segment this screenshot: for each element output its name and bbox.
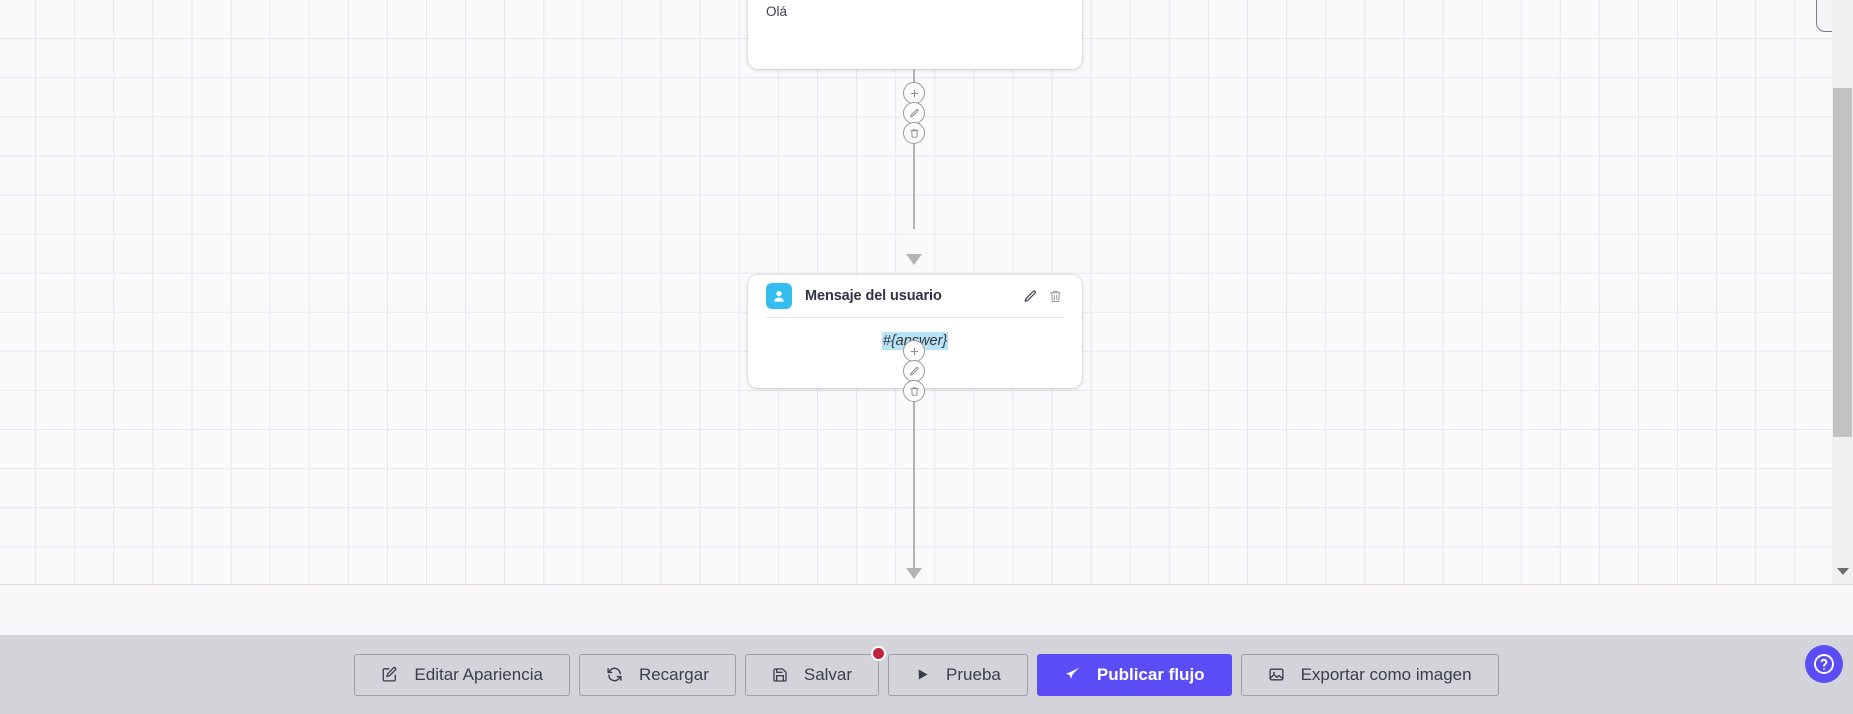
node-title: Mensaje del usuario <box>805 288 942 304</box>
connector-line <box>913 69 915 229</box>
rocket-icon <box>1064 666 1081 683</box>
canvas-lower-strip <box>0 585 1853 635</box>
play-icon <box>915 667 930 682</box>
edit-appearance-button-wrapper: Editar Apariencia <box>354 653 570 696</box>
reload-button-wrapper: Recargar <box>578 653 736 696</box>
button-label: Publicar flujo <box>1096 664 1205 684</box>
edit-appearance-button[interactable]: Editar Apariencia <box>354 653 570 696</box>
flow-canvas[interactable]: Mensaje del Sistema O <box>0 0 1853 585</box>
node-body: Olá <box>766 4 788 19</box>
canvas-bottom-rule <box>0 584 1853 585</box>
refresh-icon <box>606 666 623 683</box>
button-label: Prueba <box>946 664 1001 684</box>
bottom-toolbar: Editar Apariencia Recargar <box>0 635 1853 714</box>
connector-line <box>913 388 915 573</box>
image-icon <box>1268 666 1285 683</box>
pencil-icon[interactable] <box>1022 287 1039 305</box>
export-as-image-button-wrapper: Exportar como imagen <box>1240 653 1499 696</box>
publish-flow-button[interactable]: Publicar flujo <box>1036 653 1232 696</box>
button-label: Recargar <box>638 664 709 684</box>
connector-arrow-icon <box>906 568 922 579</box>
button-label: Editar Apariencia <box>414 664 543 684</box>
publish-flow-button-wrapper: Publicar flujo <box>1036 653 1232 696</box>
delete-connector-button[interactable] <box>903 380 925 402</box>
node-divider <box>766 317 1064 318</box>
test-button[interactable]: Prueba <box>888 653 1028 696</box>
connector-arrow-icon <box>906 254 922 265</box>
scrollbar-thumb[interactable] <box>1833 88 1852 437</box>
edit-square-icon <box>381 666 398 683</box>
connector-toolbar[interactable] <box>903 340 925 402</box>
save-button[interactable]: Salvar <box>744 653 880 696</box>
edit-connector-button[interactable] <box>903 360 925 382</box>
export-as-image-button[interactable]: Exportar como imagen <box>1240 653 1499 696</box>
node-actions <box>1022 287 1064 305</box>
help-button[interactable] <box>1805 645 1843 683</box>
reload-button[interactable]: Recargar <box>578 653 736 696</box>
add-node-button[interactable] <box>903 340 925 362</box>
test-button-wrapper: Prueba <box>888 653 1028 696</box>
edit-connector-button[interactable] <box>903 102 925 124</box>
connector-toolbar[interactable] <box>903 82 925 144</box>
unsaved-changes-badge <box>871 645 887 661</box>
delete-connector-button[interactable] <box>903 122 925 144</box>
button-label: Exportar como imagen <box>1300 664 1472 684</box>
trash-icon[interactable] <box>1047 287 1064 305</box>
node-user-message[interactable]: Mensaje del usuario <box>748 275 1082 388</box>
question-mark-icon <box>1814 654 1834 674</box>
save-icon <box>772 667 788 683</box>
add-node-button[interactable] <box>903 82 925 104</box>
user-icon <box>766 283 792 309</box>
canvas-scrollbar[interactable] <box>1832 0 1853 585</box>
node-system-message[interactable]: Mensaje del Sistema O <box>748 0 1082 69</box>
chevron-down-icon[interactable] <box>1836 568 1849 575</box>
button-label: Salvar <box>803 664 853 684</box>
node-header: Mensaje del usuario <box>748 275 1082 317</box>
save-button-wrapper: Salvar <box>744 645 887 696</box>
